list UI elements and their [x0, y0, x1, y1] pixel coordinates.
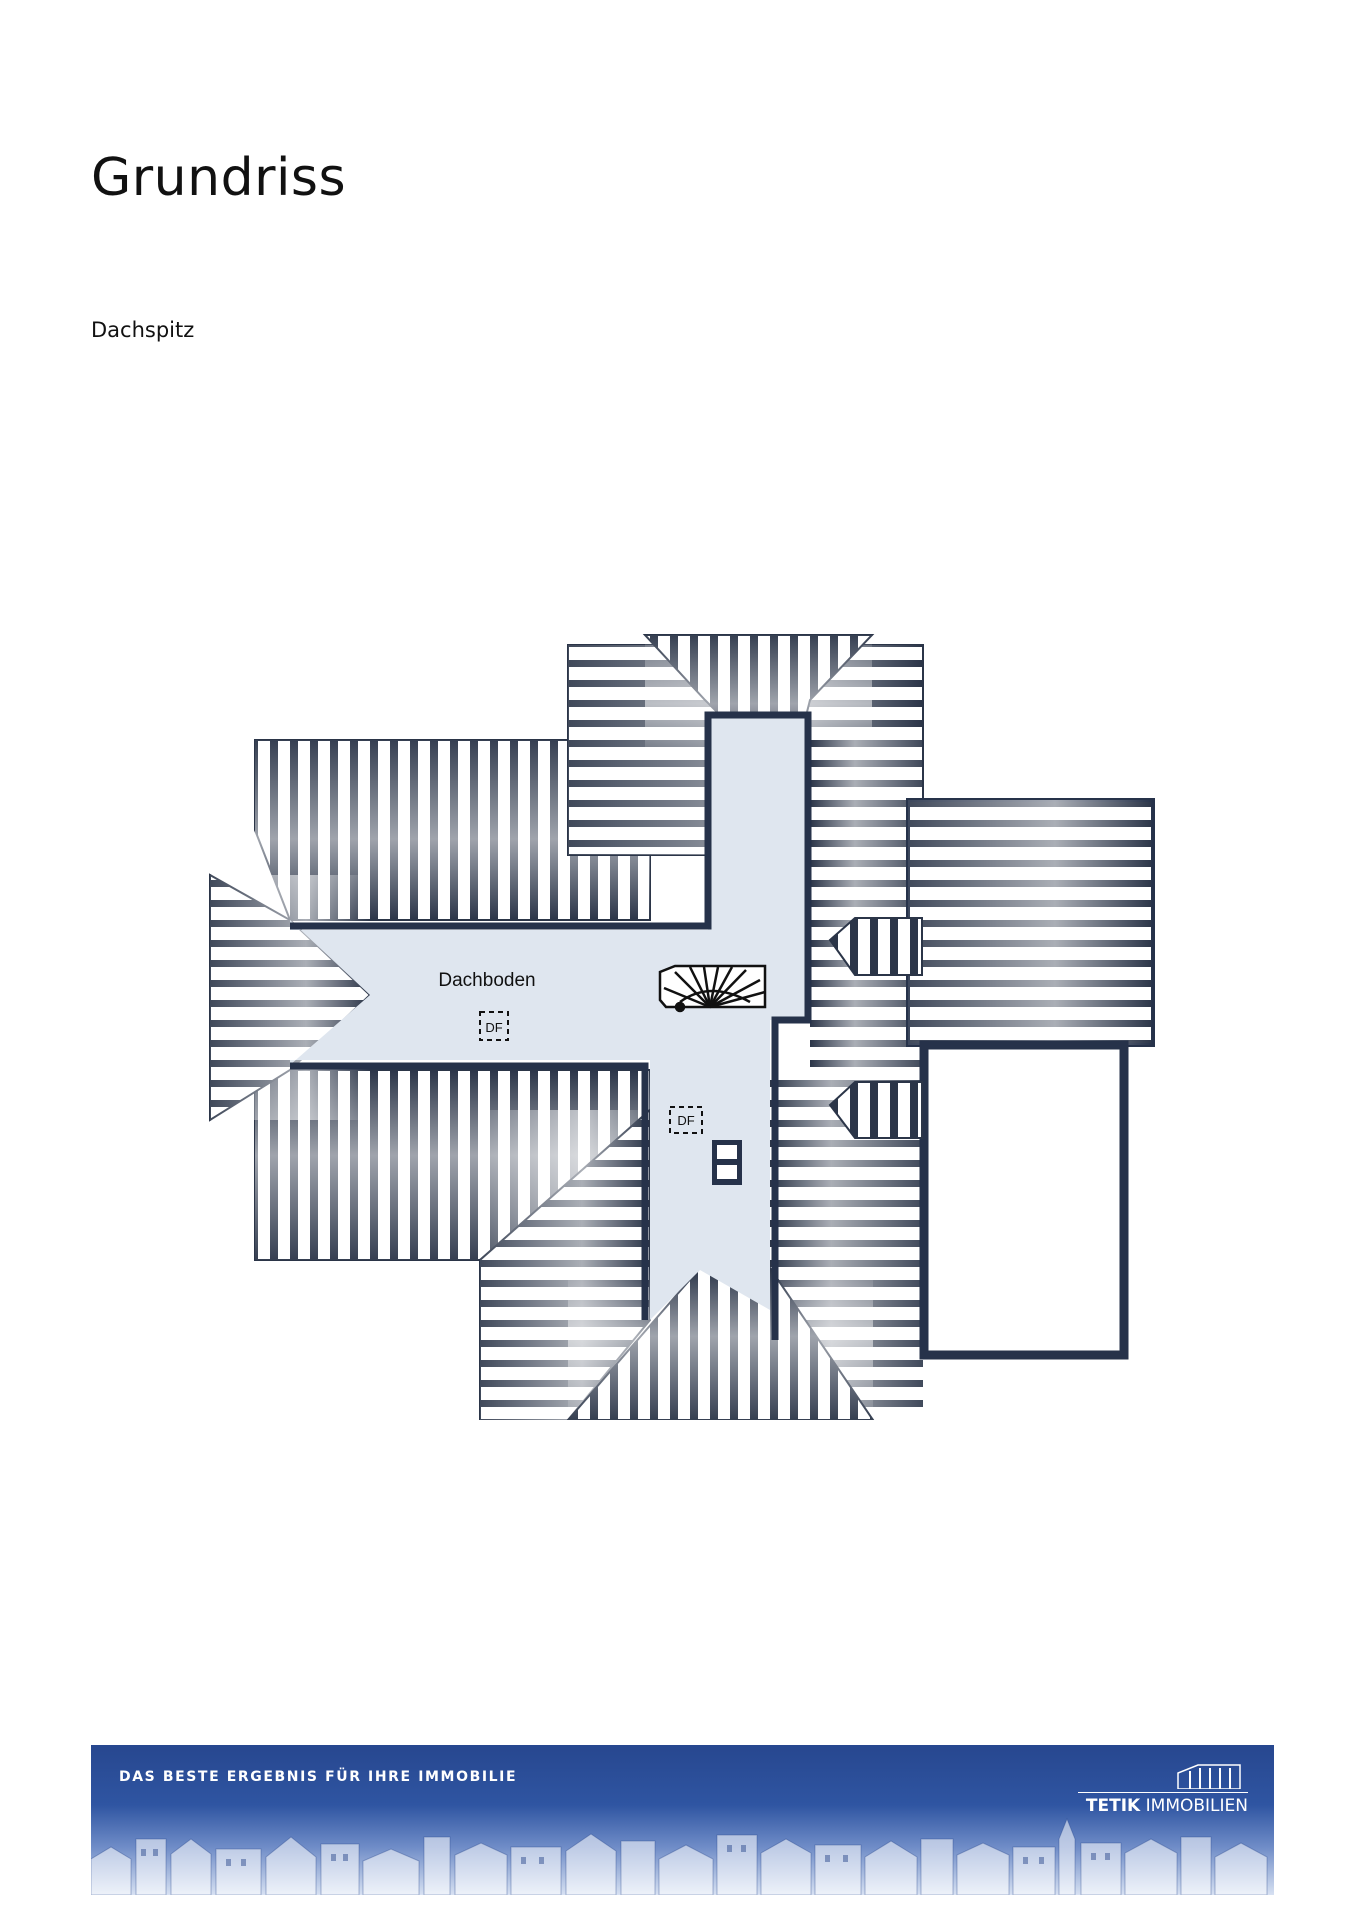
roof-bottom-center [479, 1070, 923, 1420]
footer-banner: DAS BESTE ERGEBNIS FÜR IHRE IMMOBILIE TE… [91, 1745, 1274, 1895]
dormer-lower [828, 1081, 923, 1139]
skylight-label-2: DF [677, 1113, 694, 1128]
attic-floor [290, 711, 812, 1340]
chimney [712, 1140, 742, 1185]
spiral-staircase [658, 964, 767, 1013]
skylight-marker-1 [479, 1011, 509, 1041]
logo-rule [1078, 1792, 1248, 1793]
skylight-marker-2 [669, 1106, 703, 1134]
roof-right-wing [906, 798, 1155, 1047]
building-logo-icon [1177, 1764, 1241, 1789]
footer-slogan: DAS BESTE ERGEBNIS FÜR IHRE IMMOBILIE [119, 1769, 518, 1785]
roof-floor-plan: Dachboden DF DF [209, 634, 1155, 1420]
skylight-label-1: DF [485, 1020, 502, 1035]
logo-light-text: IMMOBILIEN [1145, 1796, 1248, 1816]
page-title: Grundriss [91, 148, 347, 208]
roof-left-gable [209, 873, 372, 1122]
logo-bold-text: TETIK [1085, 1796, 1141, 1816]
logo-wordmark: TETIK IMMOBILIEN [1068, 1796, 1248, 1816]
dormer-upper [828, 917, 923, 976]
room-label: Dachboden [438, 970, 535, 991]
brand-logo[interactable]: TETIK IMMOBILIEN [1068, 1763, 1248, 1816]
balcony-outline [919, 1040, 1129, 1360]
floor-subtitle: Dachspitz [91, 318, 195, 342]
city-skyline-illustration [91, 1817, 1268, 1895]
